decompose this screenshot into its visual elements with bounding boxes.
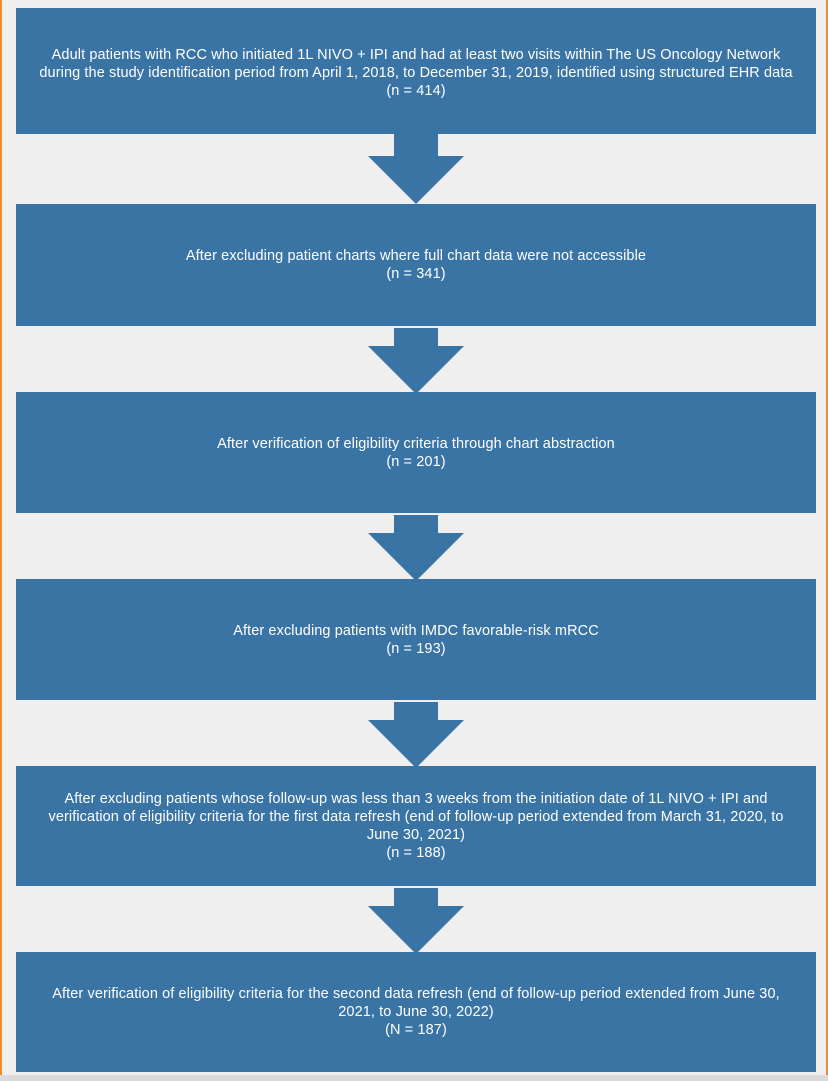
flow-step-1-box: Adult patients with RCC who initiated 1L… bbox=[16, 8, 816, 134]
flow-step-5-box: After excluding patients whose follow-up… bbox=[16, 766, 816, 886]
flow-step-2-count: (n = 341) bbox=[386, 266, 446, 282]
flow-arrow-4 bbox=[368, 702, 464, 768]
flow-step-4-text: After excluding patients with IMDC favor… bbox=[233, 622, 599, 639]
flow-step-1-text: Adult patients with RCC who initiated 1L… bbox=[39, 47, 793, 81]
flow-step-3-count: (n = 201) bbox=[386, 453, 446, 470]
flow-arrow-1 bbox=[368, 134, 464, 204]
flow-step-6-count: (N = 187) bbox=[385, 1022, 447, 1038]
flow-step-2-text: After excluding patient charts where ful… bbox=[185, 248, 647, 264]
flow-arrow-3 bbox=[368, 515, 464, 581]
flow-step-4-count: (n = 193) bbox=[386, 640, 446, 657]
flow-arrow-5 bbox=[368, 888, 464, 954]
flow-step-5-count: (n = 188) bbox=[386, 845, 446, 861]
flow-step-2-box: After excluding patient charts where ful… bbox=[16, 204, 816, 326]
bottom-edge-shade bbox=[0, 1075, 828, 1081]
flow-step-3-box: After verification of eligibility criter… bbox=[16, 392, 816, 513]
flow-step-4-box: After excluding patients with IMDC favor… bbox=[16, 579, 816, 700]
flow-step-1-count: (n = 414) bbox=[386, 83, 446, 99]
flow-arrow-2 bbox=[368, 328, 464, 394]
flow-step-3-text: After verification of eligibility criter… bbox=[217, 435, 615, 452]
flow-step-6-box: After verification of eligibility criter… bbox=[16, 952, 816, 1072]
flow-step-5-text: After excluding patients whose follow-up… bbox=[48, 791, 784, 843]
flow-step-6-text: After verification of eligibility criter… bbox=[52, 986, 780, 1020]
